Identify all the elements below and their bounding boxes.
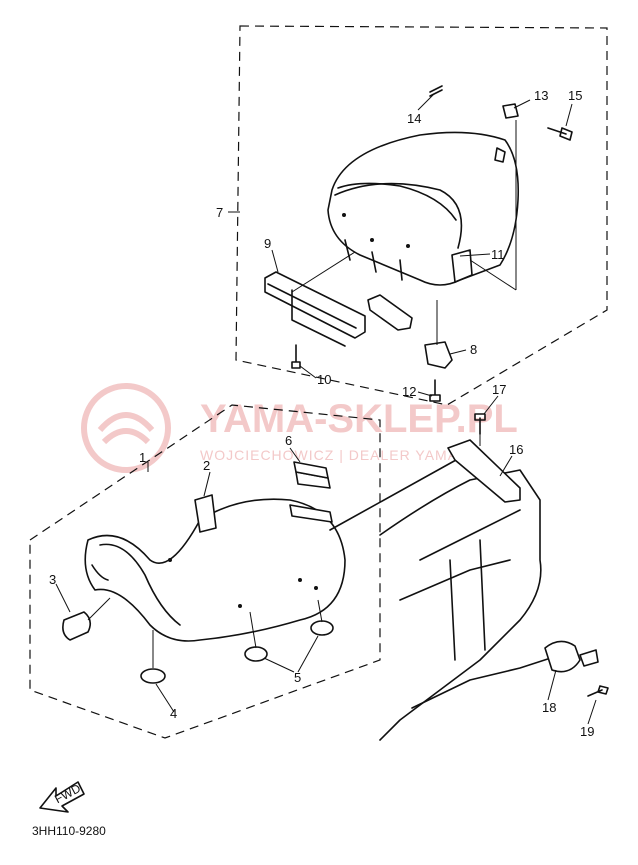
callout-15: 15 <box>568 88 582 103</box>
callout-16: 16 <box>509 442 523 457</box>
watermark-logo-mark <box>97 412 155 445</box>
callout-14: 14 <box>407 111 421 126</box>
group-box-1 <box>29 404 381 739</box>
bolt-12 <box>429 379 441 402</box>
part-18-lock <box>544 640 581 673</box>
callout-13: 13 <box>534 88 548 103</box>
diagram-code: 3HH110-9280 <box>32 824 106 838</box>
callout-3: 3 <box>49 572 56 587</box>
bolt-10 <box>291 344 301 369</box>
watermark: YAMA-SKLEP.PL WOJCIECHOWICZ | DEALER YAM… <box>81 383 518 473</box>
frame <box>329 454 561 741</box>
part-4-damper <box>140 668 166 684</box>
part-14 <box>429 85 443 97</box>
part-5-damper-a <box>244 646 268 662</box>
callout-1: 1 <box>139 450 146 465</box>
callout-10: 10 <box>317 372 331 387</box>
callout-8: 8 <box>470 342 477 357</box>
watermark-brand: YAMA-SKLEP.PL <box>200 397 518 441</box>
callout-7: 7 <box>216 205 223 220</box>
callout-9: 9 <box>264 236 271 251</box>
group-box-7 <box>235 25 608 406</box>
bolt-15 <box>547 127 573 141</box>
callout-4: 4 <box>170 706 177 721</box>
leader-lines <box>55 93 597 725</box>
callout-18: 18 <box>542 700 556 715</box>
watermark-logo-ring <box>81 383 171 473</box>
callout-6: 6 <box>285 433 292 448</box>
bolt-17 <box>474 413 486 435</box>
part-8-bracket <box>424 341 453 369</box>
callout-17: 17 <box>492 382 506 397</box>
rear-seat <box>327 131 520 286</box>
fwd-arrow-icon: FWD <box>39 781 85 813</box>
bolt-19 <box>587 685 609 697</box>
callout-19: 19 <box>580 724 594 739</box>
part-3-knob <box>62 611 92 641</box>
callout-2: 2 <box>203 458 210 473</box>
callout-11: 11 <box>491 247 505 262</box>
callout-12: 12 <box>402 384 416 399</box>
watermark-subtitle: WOJCIECHOWICZ | DEALER YAMAHA <box>200 447 479 463</box>
front-seat <box>84 498 346 642</box>
hook-bracket <box>367 294 413 331</box>
part-9-bracket <box>264 271 366 339</box>
part-5-damper-b <box>310 620 334 636</box>
callout-5: 5 <box>294 670 301 685</box>
part-2-strap <box>194 494 217 533</box>
nut-13 <box>502 103 519 119</box>
part-16-hinge <box>447 439 521 503</box>
